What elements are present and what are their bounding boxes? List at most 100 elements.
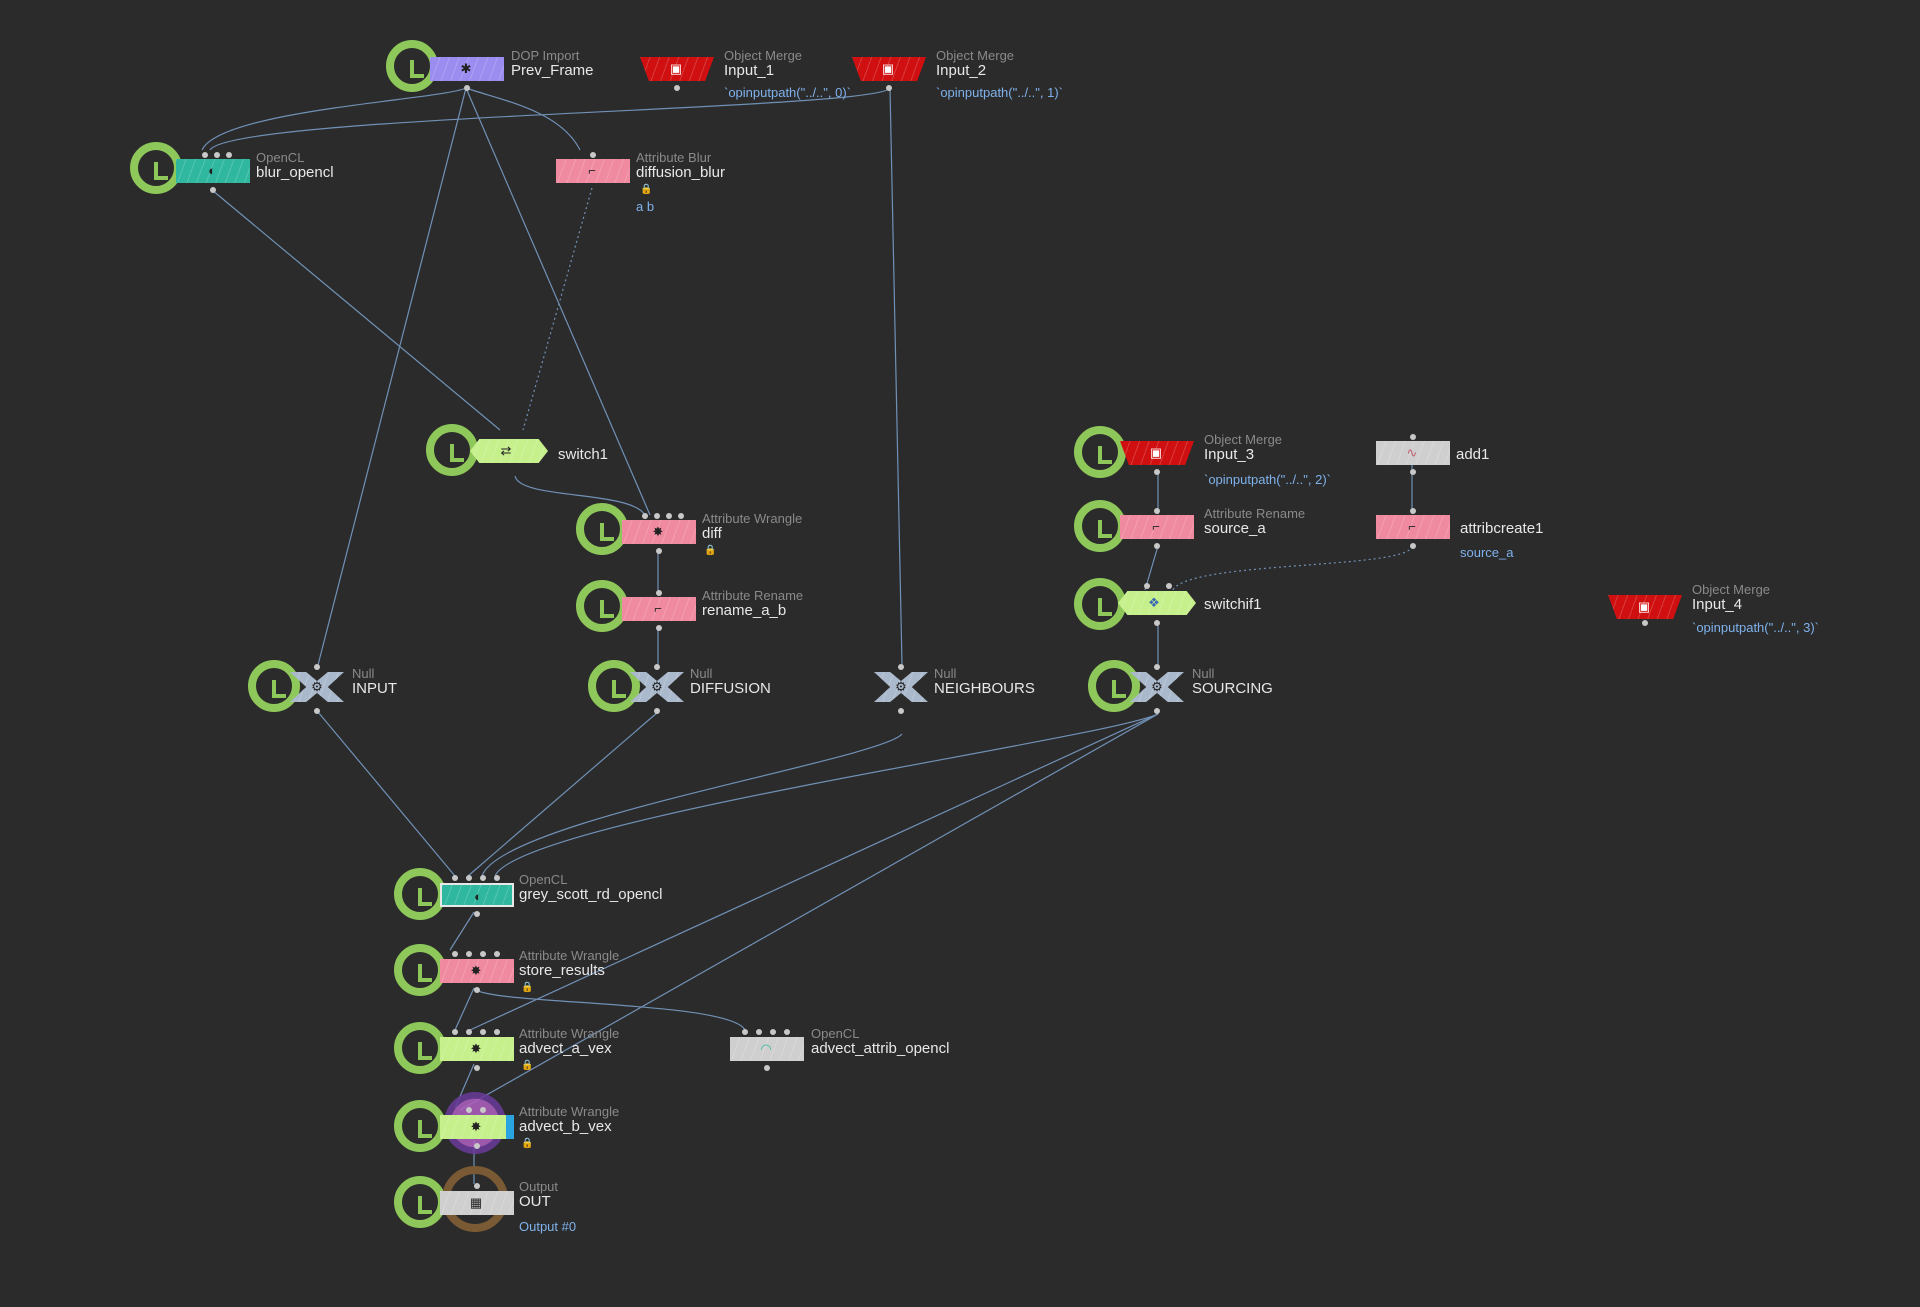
output-connector[interactable] bbox=[474, 1143, 480, 1149]
node-name[interactable]: advect_a_vex bbox=[519, 1040, 612, 1057]
input-connector[interactable] bbox=[784, 1029, 790, 1035]
input-connector[interactable] bbox=[494, 875, 500, 881]
node-name[interactable]: source_a bbox=[1204, 520, 1266, 537]
input-connector[interactable] bbox=[466, 875, 472, 881]
input-connector[interactable] bbox=[314, 664, 320, 670]
input-connector[interactable] bbox=[756, 1029, 762, 1035]
node-body[interactable]: ⇄ bbox=[470, 439, 548, 463]
input-connector[interactable] bbox=[642, 513, 648, 519]
input-connector[interactable] bbox=[770, 1029, 776, 1035]
output-connector[interactable] bbox=[654, 708, 660, 714]
display-flag-icon[interactable] bbox=[426, 424, 478, 476]
input-connector[interactable] bbox=[452, 875, 458, 881]
output-connector[interactable] bbox=[886, 85, 892, 91]
input-connector[interactable] bbox=[452, 1029, 458, 1035]
input-connector[interactable] bbox=[898, 664, 904, 670]
input-connector[interactable] bbox=[1154, 664, 1160, 670]
node-body[interactable]: ⌐ bbox=[622, 597, 696, 621]
display-flag-icon[interactable] bbox=[1074, 500, 1126, 552]
input-connector[interactable] bbox=[214, 152, 220, 158]
input-connector[interactable] bbox=[474, 1183, 480, 1189]
output-connector[interactable] bbox=[1154, 620, 1160, 626]
output-connector[interactable] bbox=[656, 548, 662, 554]
node-name[interactable]: Input_1 bbox=[724, 62, 775, 79]
node-body[interactable]: ✱ bbox=[430, 57, 504, 81]
input-connector[interactable] bbox=[666, 513, 672, 519]
node-name[interactable]: add1 bbox=[1456, 446, 1490, 463]
node-name[interactable]: switchif1 bbox=[1204, 596, 1262, 613]
node-name[interactable]: attribcreate1 bbox=[1460, 520, 1544, 537]
display-flag-icon[interactable] bbox=[394, 1100, 446, 1152]
node-name[interactable]: advect_attrib_opencl bbox=[811, 1040, 950, 1057]
node-body[interactable]: ⌐ bbox=[1376, 515, 1450, 539]
node-name[interactable]: NEIGHBOURS bbox=[934, 680, 1035, 697]
display-flag-icon[interactable] bbox=[576, 580, 628, 632]
node-body[interactable]: ✸ bbox=[440, 959, 514, 983]
display-flag-icon[interactable] bbox=[248, 660, 300, 712]
node-name[interactable]: Input_4 bbox=[1692, 596, 1743, 613]
node-name[interactable]: INPUT bbox=[352, 680, 397, 697]
input-connector[interactable] bbox=[202, 152, 208, 158]
input-connector[interactable] bbox=[1166, 583, 1172, 589]
input-connector[interactable] bbox=[654, 664, 660, 670]
node-name[interactable]: blur_opencl bbox=[256, 164, 334, 181]
node-body[interactable]: ❖ bbox=[1118, 591, 1196, 615]
output-connector[interactable] bbox=[1154, 708, 1160, 714]
input-connector[interactable] bbox=[480, 875, 486, 881]
input-connector[interactable] bbox=[466, 951, 472, 957]
output-connector[interactable] bbox=[1154, 469, 1160, 475]
node-body[interactable]: ◠ bbox=[730, 1037, 804, 1061]
node-body[interactable]: ▦ bbox=[440, 1191, 514, 1215]
input-connector[interactable] bbox=[494, 951, 500, 957]
display-flag-icon[interactable] bbox=[1088, 660, 1140, 712]
display-flag-icon[interactable] bbox=[394, 1176, 446, 1228]
output-connector[interactable] bbox=[764, 1065, 770, 1071]
node-body[interactable]: ✸ bbox=[622, 520, 696, 544]
output-connector[interactable] bbox=[898, 708, 904, 714]
display-flag-icon[interactable] bbox=[1074, 578, 1126, 630]
output-connector[interactable] bbox=[474, 987, 480, 993]
node-body[interactable]: ◐ bbox=[440, 883, 514, 907]
node-name[interactable]: Input_2 bbox=[936, 62, 987, 79]
input-connector[interactable] bbox=[656, 590, 662, 596]
node-name[interactable]: OUT bbox=[519, 1193, 551, 1210]
input-connector[interactable] bbox=[494, 1029, 500, 1035]
node-name[interactable]: diffusion_blur bbox=[636, 164, 725, 181]
output-connector[interactable] bbox=[474, 1065, 480, 1071]
output-connector[interactable] bbox=[656, 625, 662, 631]
output-connector[interactable] bbox=[1410, 469, 1416, 475]
input-connector[interactable] bbox=[590, 152, 596, 158]
node-name[interactable]: SOURCING bbox=[1192, 680, 1273, 697]
output-connector[interactable] bbox=[674, 85, 680, 91]
input-connector[interactable] bbox=[1154, 508, 1160, 514]
display-flag-icon[interactable] bbox=[588, 660, 640, 712]
node-name[interactable]: switch1 bbox=[558, 446, 609, 463]
input-connector[interactable] bbox=[742, 1029, 748, 1035]
input-connector[interactable] bbox=[1410, 508, 1416, 514]
display-flag-icon[interactable] bbox=[394, 1022, 446, 1074]
output-connector[interactable] bbox=[210, 187, 216, 193]
input-connector[interactable] bbox=[480, 1107, 486, 1113]
node-body[interactable]: ▣ bbox=[852, 57, 926, 81]
node-name[interactable]: advect_b_vex bbox=[519, 1118, 612, 1135]
node-body[interactable]: ⌐ bbox=[1120, 515, 1194, 539]
input-connector[interactable] bbox=[1144, 583, 1150, 589]
input-connector[interactable] bbox=[1410, 434, 1416, 440]
node-name[interactable]: grey_scott_rd_opencl bbox=[519, 886, 663, 903]
node-name[interactable]: diff bbox=[702, 525, 722, 542]
output-connector[interactable] bbox=[464, 85, 470, 91]
input-connector[interactable] bbox=[678, 513, 684, 519]
node-name[interactable]: Prev_Frame bbox=[511, 62, 594, 79]
display-flag-icon[interactable] bbox=[394, 944, 446, 996]
display-flag-icon[interactable] bbox=[576, 503, 628, 555]
output-connector[interactable] bbox=[314, 708, 320, 714]
display-flag-icon[interactable] bbox=[1074, 426, 1126, 478]
input-connector[interactable] bbox=[226, 152, 232, 158]
display-flag-icon[interactable] bbox=[130, 142, 182, 194]
input-connector[interactable] bbox=[466, 1107, 472, 1113]
node-name[interactable]: Input_3 bbox=[1204, 446, 1255, 463]
node-name[interactable]: DIFFUSION bbox=[690, 680, 771, 697]
input-connector[interactable] bbox=[480, 951, 486, 957]
output-connector[interactable] bbox=[474, 911, 480, 917]
